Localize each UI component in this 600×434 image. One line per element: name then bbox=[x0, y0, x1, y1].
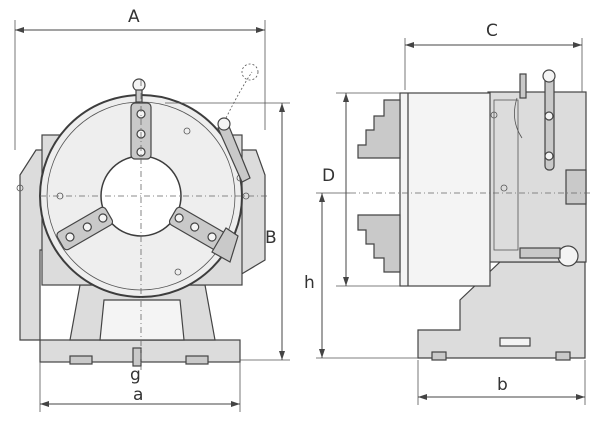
side-jaw-top bbox=[357, 99, 401, 159]
side-chuck-body bbox=[399, 92, 491, 287]
lifting-eye-stem bbox=[135, 89, 143, 103]
front-view bbox=[16, 63, 270, 370]
front-clamp bbox=[211, 227, 239, 263]
front-pedestal-inner bbox=[99, 299, 185, 341]
lifting-eye bbox=[132, 78, 146, 92]
chuck-face-hole-5 bbox=[16, 184, 24, 192]
dimension-labels: A B C D h g a b bbox=[128, 7, 508, 405]
label-D: D bbox=[322, 166, 335, 186]
chuck-jaw-right bbox=[56, 206, 114, 251]
label-a: a bbox=[133, 385, 143, 405]
label-B: B bbox=[265, 228, 277, 248]
side-hole-1 bbox=[490, 111, 498, 119]
front-base-foot-right bbox=[185, 355, 209, 365]
front-drain-plug bbox=[132, 347, 142, 367]
chuck-face-hole-1 bbox=[183, 127, 191, 135]
front-lever-ghost bbox=[241, 63, 259, 81]
side-lever-knob-2 bbox=[544, 151, 554, 161]
side-lever-stem bbox=[519, 73, 527, 99]
side-clamp-arm bbox=[519, 247, 561, 259]
side-view bbox=[350, 69, 590, 361]
label-C: C bbox=[486, 21, 498, 41]
side-hole-2 bbox=[500, 184, 508, 192]
chuck-face-hole-3 bbox=[174, 268, 182, 276]
side-right-block bbox=[565, 169, 587, 205]
side-housing-inner bbox=[493, 99, 519, 251]
side-clamp-knob bbox=[557, 245, 579, 267]
label-g: g bbox=[130, 365, 141, 385]
dimension-lines bbox=[14, 20, 586, 412]
front-lever-knob bbox=[217, 117, 231, 131]
label-h: h bbox=[304, 273, 315, 293]
side-base-foot-left bbox=[431, 351, 447, 361]
label-A: A bbox=[128, 7, 140, 27]
side-lever-top-knob bbox=[542, 69, 556, 83]
side-base-foot-right bbox=[555, 351, 571, 361]
side-lever-knob bbox=[544, 111, 554, 121]
label-b: b bbox=[497, 375, 508, 395]
side-base-slot bbox=[499, 337, 531, 347]
side-jaw-bottom bbox=[357, 214, 401, 273]
front-base-foot-left bbox=[69, 355, 93, 365]
front-lever-swing bbox=[225, 71, 253, 119]
side-lever-arc bbox=[514, 97, 523, 139]
